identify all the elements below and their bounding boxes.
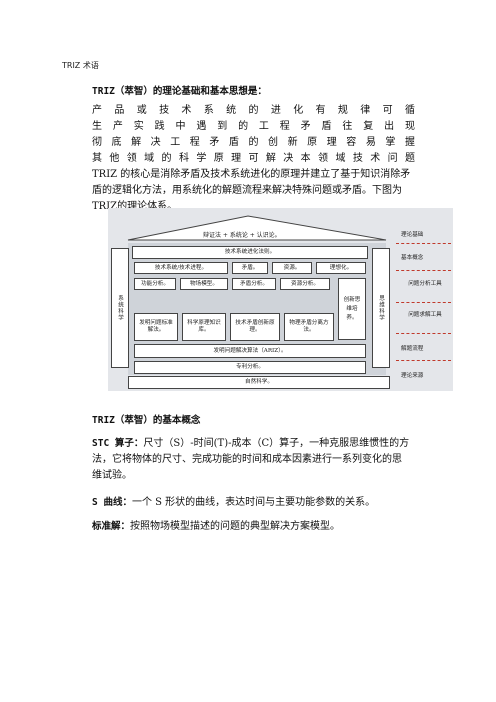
- stc-label: STC 算子：: [92, 438, 144, 449]
- triz-theory-diagram: 辩证法 + 系统论 + 认识论。 系统科学 思维科学 技术系统进化法则。 技术系…: [108, 208, 453, 391]
- stc-text-1: 尺寸（S）-时间(T)-成本（C）算子，一种克服思维惯性的方: [143, 438, 410, 449]
- standard-solution-text: 按照物场模型描述的问题的典型解决方案模型。: [130, 521, 341, 532]
- stc-text-3: 维试验。: [92, 470, 132, 481]
- box-resources: 资源。: [272, 262, 312, 274]
- section-heading-theory: TRIZ（萃智）的理论基础和基本思想是：: [92, 86, 267, 97]
- box-ariz: 发明问题解决算法（ARIZ）。: [134, 344, 366, 358]
- principle-line-2: 生 产 实 践 中 遇 到 的 工 程 矛 盾 往 复 出 现: [92, 121, 415, 132]
- stc-text-2: 法，它将物体的尺寸、完成功能的时间和成本因素进行一系列变化的思: [92, 454, 402, 465]
- box-separation-methods: 物理矛盾分离方法。: [284, 313, 334, 341]
- box-patent-analysis: 专利分析。: [134, 361, 366, 374]
- principle-line-4: 其 他 领 域 的 科 学 原 理 可 解 决 本 领 域 技 术 问 题: [92, 153, 415, 164]
- core-line-2: 盾的逻辑化方法，用系统化的解题流程来解决特殊问题或矛盾。下图为: [92, 185, 402, 196]
- standard-solution-label: 标准解：: [92, 521, 131, 532]
- label-solving-tools: 问题求解工具: [408, 312, 442, 318]
- left-pillar-system-science: 系统科学: [111, 248, 129, 368]
- box-function-analysis: 功能分析。: [134, 278, 176, 290]
- box-natural-science: 自然科学。: [128, 376, 390, 389]
- box-substance-field: 物场模型。: [180, 278, 228, 290]
- box-contradiction-analysis: 矛盾分析。: [232, 278, 276, 290]
- s-curve-text: 一个 S 形状的曲线，表达时间与主要功能参数的关系。: [131, 497, 376, 508]
- s-curve-paragraph: S 曲线：一个 S 形状的曲线，表达时间与主要功能参数的关系。: [92, 495, 415, 511]
- box-contradiction: 矛盾。: [232, 262, 268, 274]
- label-solving-process: 解题流程: [401, 346, 424, 352]
- label-basic-concepts: 基本概念: [401, 255, 424, 261]
- box-ideality: 理想化。: [316, 262, 366, 274]
- label-theory-basis: 理论基础: [401, 232, 424, 238]
- s-curve-label: S 曲线：: [92, 497, 132, 508]
- theory-paragraph: 产 品 或 技 术 系 统 的 进 化 有 规 律 可 循 生 产 实 践 中 …: [92, 103, 415, 215]
- box-tech-system: 技术系统/技术进程。: [134, 262, 228, 274]
- box-creative-thinking: 创新思维培养。: [338, 278, 366, 340]
- stc-paragraph: STC 算子：尺寸（S）-时间(T)-成本（C）算子，一种克服思维惯性的方 法，…: [92, 436, 415, 484]
- divider-5: [396, 360, 451, 361]
- label-theory-source: 理论来源: [401, 373, 424, 379]
- core-line-3: TRIZ的理论体系。: [92, 201, 178, 212]
- box-resource-analysis: 资源分析。: [280, 278, 330, 290]
- divider-1: [396, 243, 451, 244]
- section-heading-concepts: TRIZ（萃智）的基本概念: [92, 415, 201, 426]
- page-title: TRIZ 术语: [62, 61, 99, 70]
- divider-3: [396, 302, 451, 303]
- box-knowledge-base: 科学原理知识库。: [182, 313, 226, 341]
- divider-4: [396, 333, 451, 334]
- right-pillar-thinking-science: 思维科学: [372, 248, 390, 368]
- principle-line-1: 产 品 或 技 术 系 统 的 进 化 有 规 律 可 循: [92, 105, 415, 116]
- roof-label: 辩证法 + 系统论 + 认识论。: [203, 232, 281, 239]
- box-inventive-principles: 技术矛盾创新原理。: [230, 313, 280, 341]
- label-analysis-tools: 问题分析工具: [408, 281, 442, 287]
- roof-shape: [127, 215, 387, 241]
- box-standard-solutions: 发明问题标准解法。: [134, 313, 178, 341]
- principle-line-3: 彻 底 解 决 工 程 矛 盾 的 创 新 原 理 容 易 掌 握: [92, 137, 415, 148]
- standard-solution-paragraph: 标准解：按照物场模型描述的问题的典型解决方案模型。: [92, 519, 415, 535]
- divider-2: [396, 270, 451, 271]
- core-line-1: TRIZ 的核心是消除矛盾及技术系统进化的原理并建立了基于知识消除矛: [92, 169, 411, 180]
- box-evolution-laws: 技术系统进化法则。: [132, 246, 368, 259]
